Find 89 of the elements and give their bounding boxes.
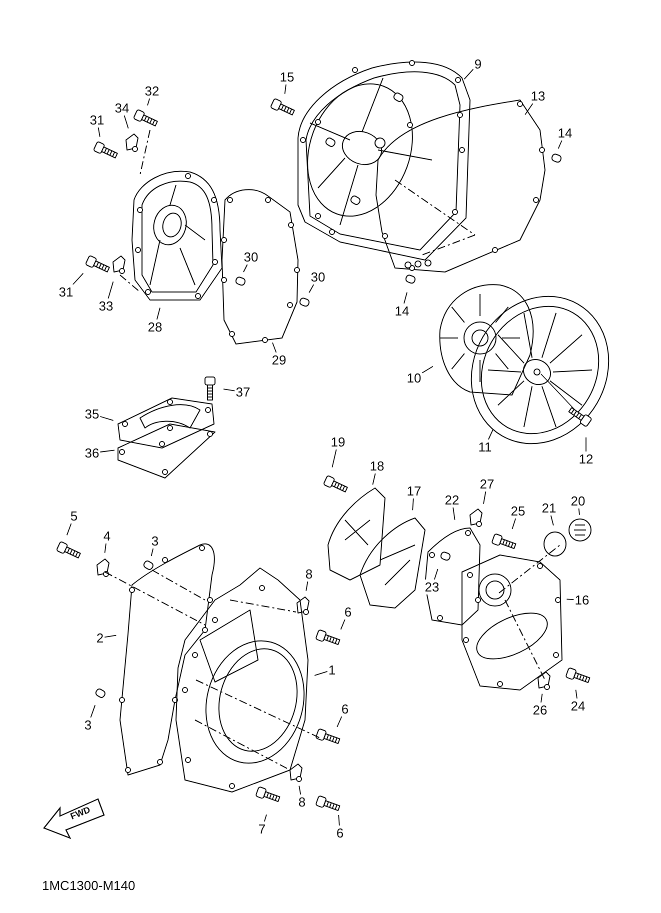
callout-number: 13 bbox=[530, 88, 546, 104]
callout-number: 32 bbox=[144, 84, 160, 98]
leader-line bbox=[338, 814, 340, 826]
callout-number: 22 bbox=[444, 492, 460, 508]
leader-line bbox=[98, 127, 100, 138]
leader-line bbox=[464, 68, 474, 80]
callout-number: 37 bbox=[236, 384, 250, 400]
leader-line bbox=[452, 507, 456, 520]
callout-number: 29 bbox=[272, 352, 286, 368]
leader-line bbox=[104, 543, 106, 554]
callout-number: 9 bbox=[474, 56, 482, 72]
callout-number: 14 bbox=[558, 126, 572, 140]
diagram-code: 1MC1300-M140 bbox=[42, 878, 136, 893]
callout-number: 15 bbox=[280, 70, 294, 84]
callout-number: 3 bbox=[151, 534, 159, 548]
callout-number: 36 bbox=[84, 446, 100, 460]
leader-line bbox=[512, 518, 516, 530]
callout-number: 8 bbox=[305, 566, 313, 582]
leader-line bbox=[558, 140, 562, 150]
callout-number: 31 bbox=[58, 284, 74, 300]
callout-number: 12 bbox=[578, 452, 594, 466]
callout-number: 31 bbox=[90, 112, 104, 128]
leader-line bbox=[566, 598, 574, 600]
leader-line bbox=[298, 785, 302, 795]
leader-line bbox=[124, 115, 129, 129]
leader-line bbox=[100, 450, 115, 452]
callout-number: 30 bbox=[244, 250, 258, 264]
leader-line bbox=[483, 491, 486, 504]
leader-line bbox=[147, 98, 150, 106]
leader-line bbox=[100, 416, 114, 421]
callout-number: 6 bbox=[336, 826, 344, 840]
leader-line bbox=[90, 704, 96, 718]
leader-line bbox=[524, 103, 534, 116]
leader-line bbox=[284, 84, 286, 94]
leader-line bbox=[72, 272, 84, 285]
leader-line bbox=[308, 284, 314, 294]
callout-number: 30 bbox=[310, 270, 326, 284]
callout-number: 25 bbox=[510, 504, 526, 518]
leader-line bbox=[336, 716, 342, 728]
leader-line bbox=[108, 281, 114, 299]
callout-number: 7 bbox=[258, 822, 266, 836]
leader-line bbox=[488, 429, 494, 440]
leader-line bbox=[422, 366, 434, 374]
leader-line bbox=[404, 292, 408, 304]
callout-number: 23 bbox=[424, 580, 440, 594]
direction-text: FWD bbox=[68, 804, 92, 822]
callout-number: 1 bbox=[328, 662, 336, 678]
callout-number: 34 bbox=[114, 100, 130, 116]
callout-number: 19 bbox=[330, 434, 346, 450]
callout-number: 5 bbox=[70, 508, 78, 524]
callout-number: 14 bbox=[394, 304, 410, 318]
callout-number: 6 bbox=[344, 604, 352, 620]
leader-line bbox=[332, 449, 337, 468]
callout-number: 10 bbox=[406, 370, 422, 386]
callout-number: 33 bbox=[98, 298, 114, 314]
leader-line bbox=[578, 508, 580, 516]
leader-line bbox=[540, 693, 543, 703]
leader-line bbox=[264, 814, 267, 822]
leader-line bbox=[575, 689, 578, 699]
leader-line bbox=[372, 473, 376, 486]
leader-line bbox=[223, 388, 236, 392]
leader-line bbox=[306, 581, 308, 592]
leader-line bbox=[550, 515, 554, 526]
callout-number: 6 bbox=[341, 702, 349, 716]
callout-number: 20 bbox=[570, 494, 586, 508]
leader-line bbox=[434, 568, 438, 580]
callout-number: 2 bbox=[96, 630, 104, 646]
leader-line bbox=[104, 634, 117, 638]
leader-line bbox=[412, 498, 414, 511]
leader-line bbox=[314, 670, 328, 676]
callout-number: 17 bbox=[406, 484, 422, 498]
callout-number: 35 bbox=[84, 406, 100, 422]
leader-line bbox=[66, 523, 72, 536]
leader-line bbox=[340, 619, 346, 630]
callout-number: 28 bbox=[148, 320, 162, 334]
callout-number: 24 bbox=[570, 698, 586, 714]
callout-number: 4 bbox=[103, 528, 111, 544]
leader-line bbox=[272, 342, 277, 353]
callout-number: 11 bbox=[478, 440, 492, 454]
callout-number: 18 bbox=[370, 458, 384, 474]
callout-number: 21 bbox=[542, 500, 556, 516]
callout-number: 27 bbox=[480, 476, 494, 492]
callout-number: 3 bbox=[84, 718, 92, 732]
callout-number: 26 bbox=[532, 702, 548, 718]
leader-line bbox=[243, 264, 248, 272]
leader-line bbox=[156, 307, 160, 320]
callout-number: 16 bbox=[574, 592, 590, 608]
leader-line bbox=[150, 548, 154, 556]
callout-number: 8 bbox=[298, 794, 306, 810]
